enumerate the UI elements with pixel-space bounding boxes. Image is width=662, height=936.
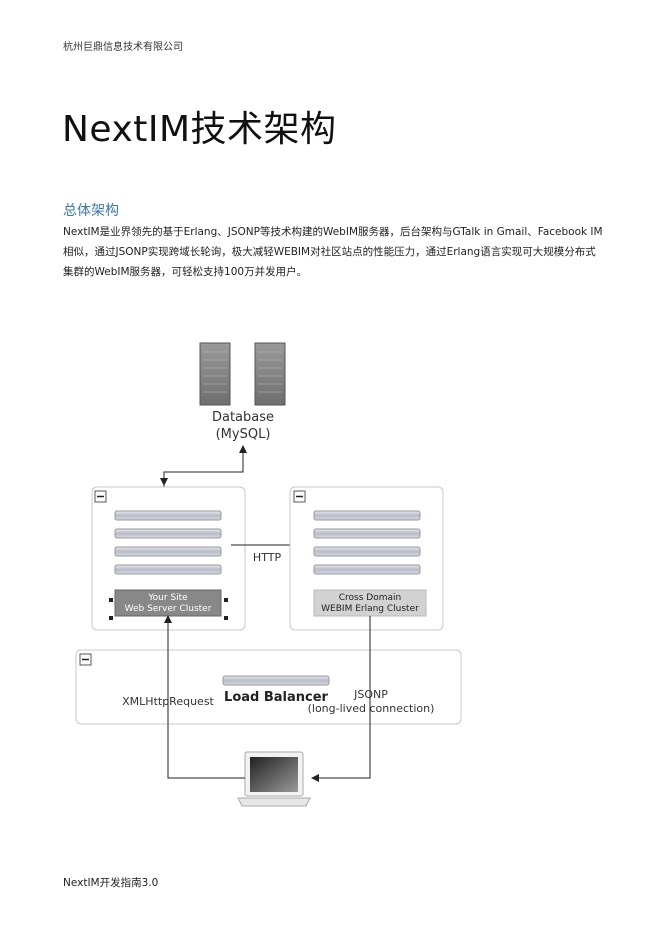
database-server-icon <box>200 343 285 405</box>
load-balancer-collapse-button[interactable] <box>80 654 91 665</box>
database-label: Database <box>212 410 274 425</box>
http-label: HTTP <box>253 551 282 564</box>
web-cluster-collapse-button[interactable] <box>95 491 106 502</box>
jsonp-sub-label: (long-lived connection) <box>308 702 435 715</box>
db-arrow-down <box>164 472 243 485</box>
web-cluster-line2: Web Server Cluster <box>125 604 212 614</box>
erlang-cluster-collapse-button[interactable] <box>294 491 305 502</box>
web-cluster-line1: Your Site <box>147 593 188 603</box>
load-balancer-rack <box>223 676 329 685</box>
database-sub-label: (MySQL) <box>216 427 271 442</box>
db-arrow <box>164 446 243 487</box>
erlang-cluster-line2: WEBIM Erlang Cluster <box>321 604 419 614</box>
erlang-cluster-line1: Cross Domain <box>339 593 401 603</box>
footer-text: NextIM开发指南3.0 <box>63 875 158 890</box>
laptop-icon <box>238 752 310 806</box>
jsonp-label: JSONP <box>353 688 388 701</box>
